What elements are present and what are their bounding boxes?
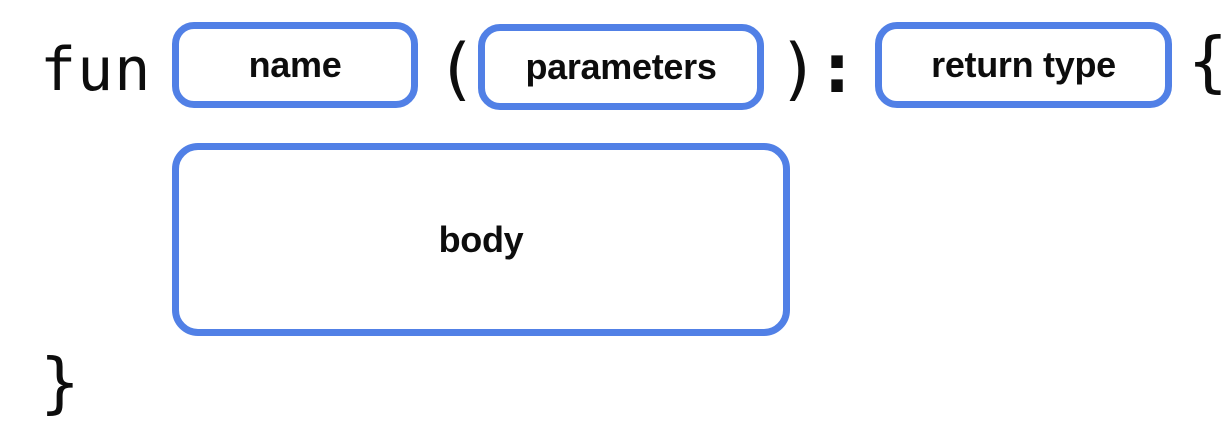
slot-return-type[interactable]: return type	[875, 22, 1172, 108]
colon-token: :	[816, 27, 859, 109]
paren-open-token: (	[436, 30, 477, 109]
slot-body-label: body	[438, 218, 524, 260]
slot-name-label: name	[248, 44, 342, 85]
slot-return-type-label: return type	[931, 44, 1116, 85]
slot-parameters-label: parameters	[525, 46, 717, 87]
paren-close-token: )	[778, 30, 819, 109]
slot-parameters[interactable]: parameters	[478, 24, 764, 110]
keyword-fun: fun	[40, 35, 152, 105]
slot-name[interactable]: name	[172, 22, 418, 108]
brace-close-token: }	[40, 344, 80, 421]
slot-body[interactable]: body	[172, 143, 790, 336]
brace-open-token: {	[1188, 23, 1224, 100]
